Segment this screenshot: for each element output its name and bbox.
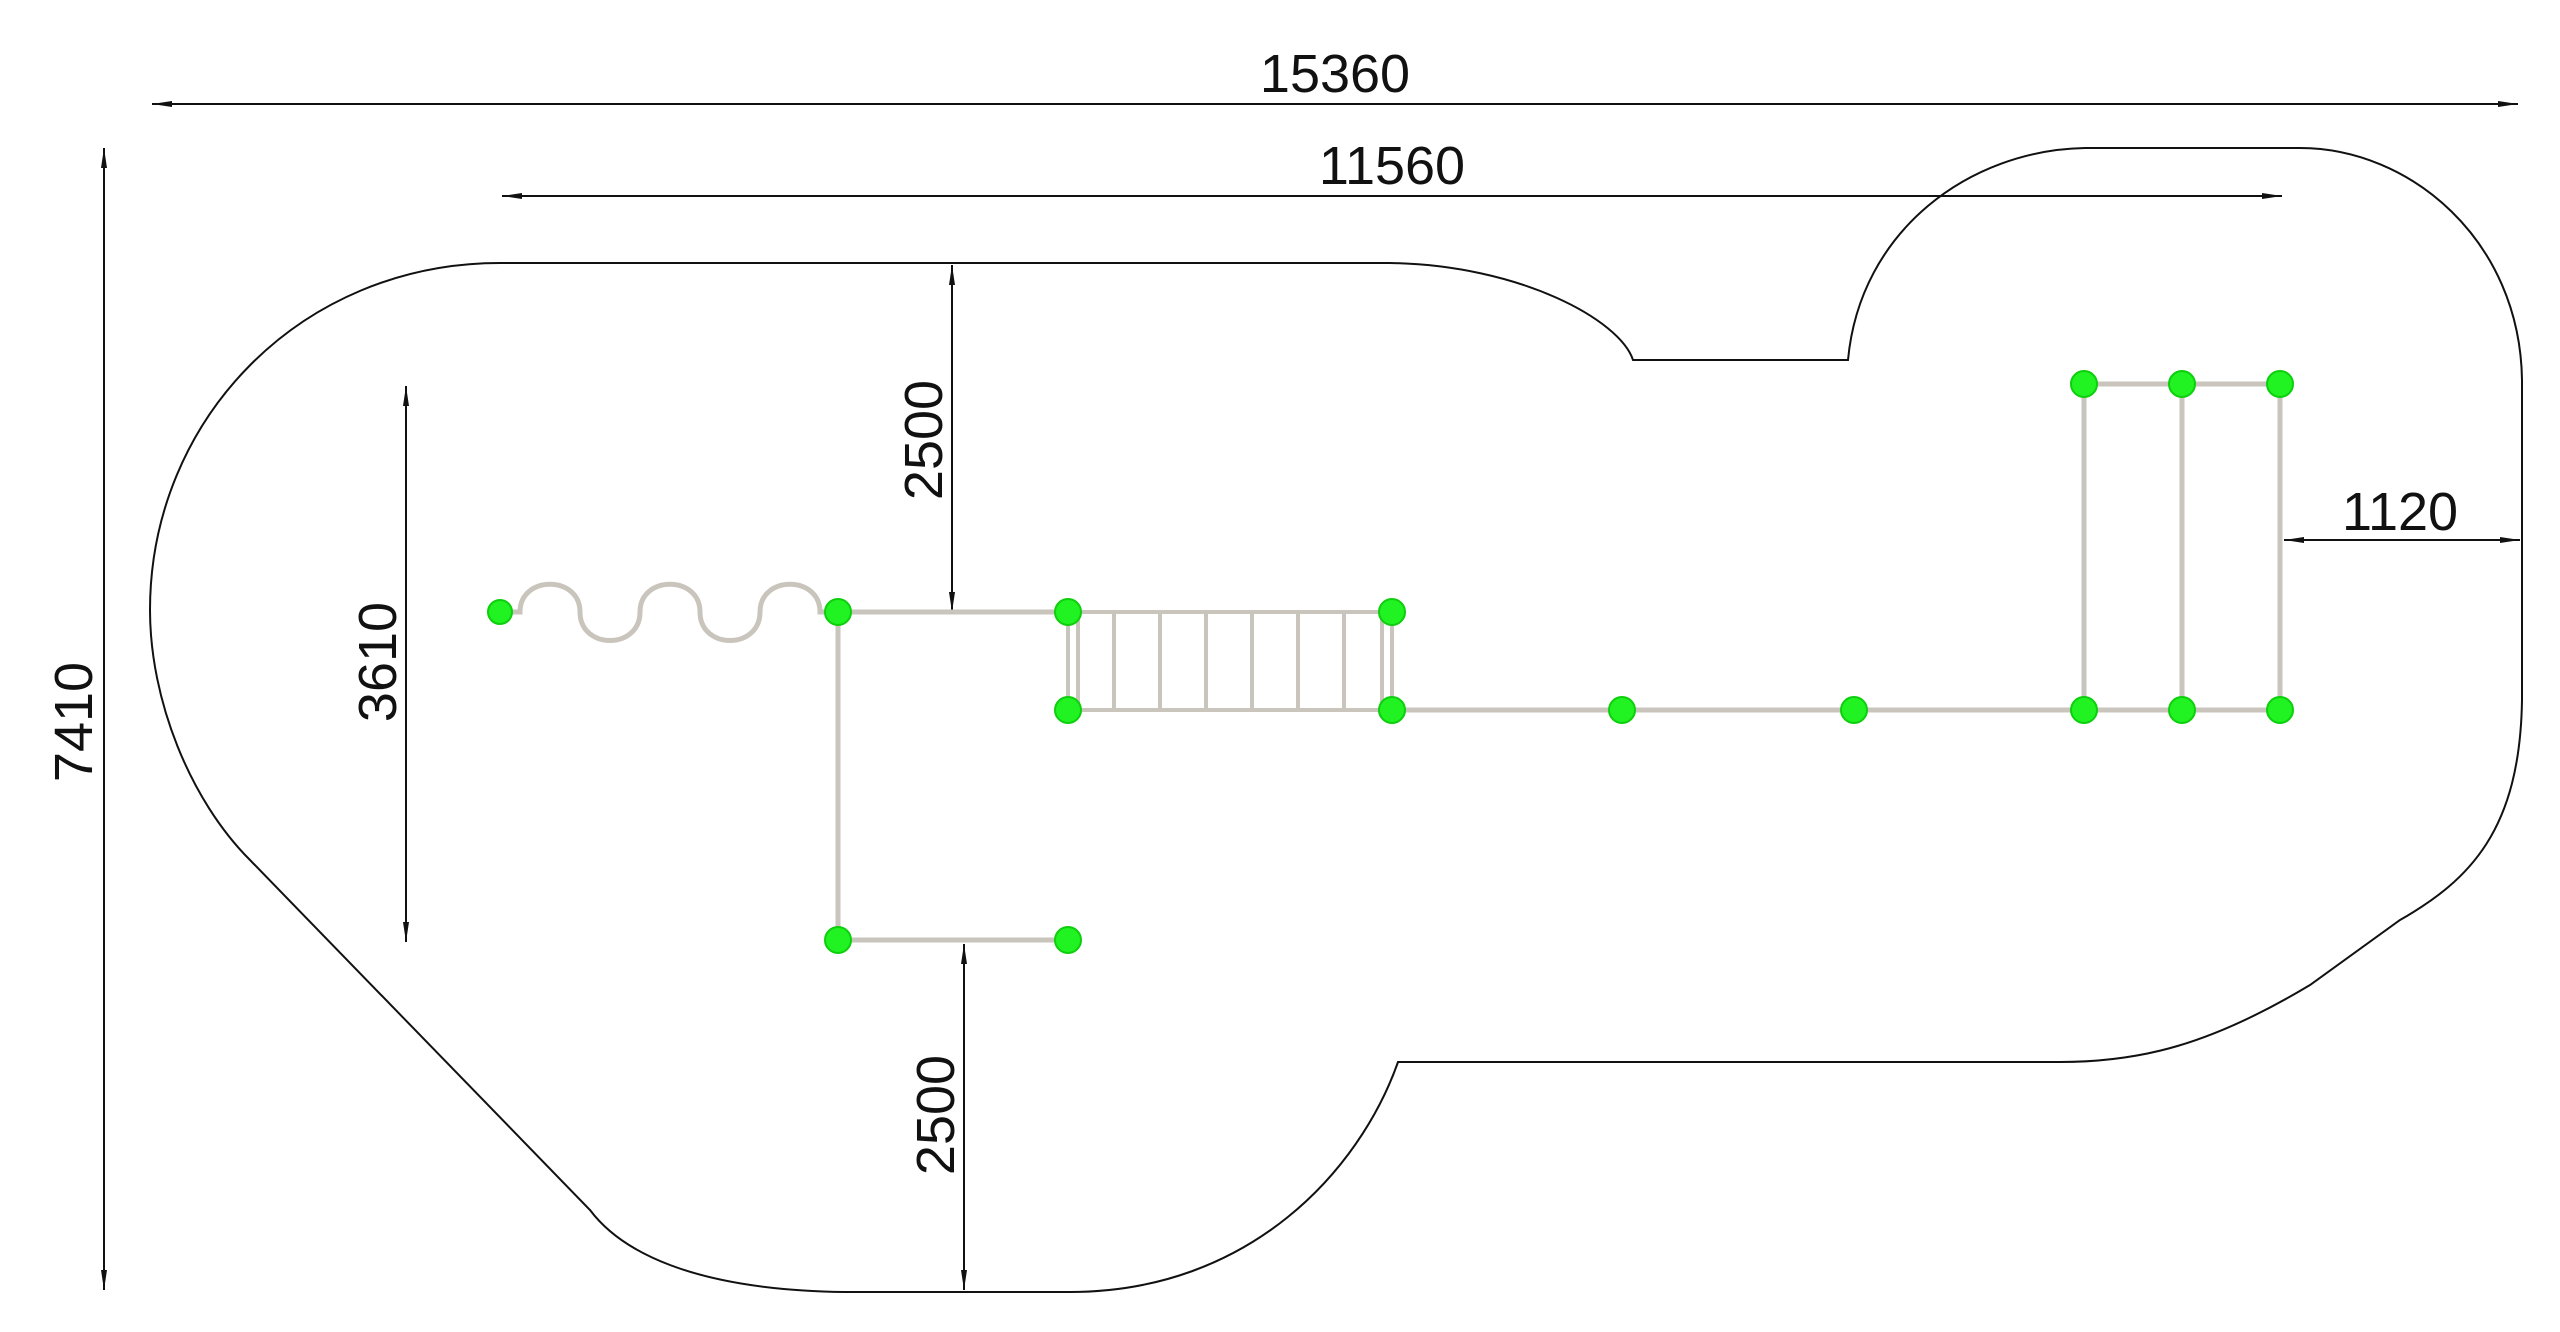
dimension-right-clearance: 1120: [2284, 482, 2520, 543]
dimension-overall-width-label: 15360: [1260, 44, 1410, 104]
dimension-overall-height: 7410: [44, 148, 107, 1290]
dimension-equipment-width-label: 11560: [1319, 136, 1465, 196]
safety-zone-outline: [148, 147, 2523, 1293]
post: [1054, 926, 1082, 954]
post: [2266, 696, 2294, 724]
climbing-frame: [2081, 381, 2283, 713]
post: [1378, 598, 1406, 626]
dimension-equipment-width: 11560: [502, 136, 2282, 199]
post: [1608, 696, 1636, 724]
equipment-frame: [497, 381, 2283, 943]
dimension-overall-height-label: 7410: [44, 662, 104, 782]
dimension-overall-width: 15360: [152, 44, 2518, 107]
post: [1840, 696, 1868, 724]
post: [487, 599, 513, 625]
post: [1054, 598, 1082, 626]
post: [2070, 696, 2098, 724]
horizontal-ladder: [1066, 610, 1394, 712]
dimension-bottom-clearance: 2500: [906, 944, 967, 1290]
dimension-top-clearance: 2500: [894, 265, 955, 612]
dimension-right-clearance-label: 1120: [2342, 482, 2458, 542]
dimension-equipment-depth: 3610: [348, 386, 409, 942]
post: [2070, 370, 2098, 398]
posts: [487, 370, 2294, 954]
post: [1054, 696, 1082, 724]
post: [2168, 370, 2196, 398]
dimension-equipment-depth-label: 3610: [348, 602, 408, 722]
post: [824, 926, 852, 954]
post: [2168, 696, 2196, 724]
dimension-top-clearance-label: 2500: [894, 380, 954, 500]
wavy-balance-bar: [497, 581, 841, 643]
dimension-bottom-clearance-label: 2500: [906, 1055, 966, 1175]
post: [1378, 696, 1406, 724]
post: [2266, 370, 2294, 398]
post: [824, 598, 852, 626]
